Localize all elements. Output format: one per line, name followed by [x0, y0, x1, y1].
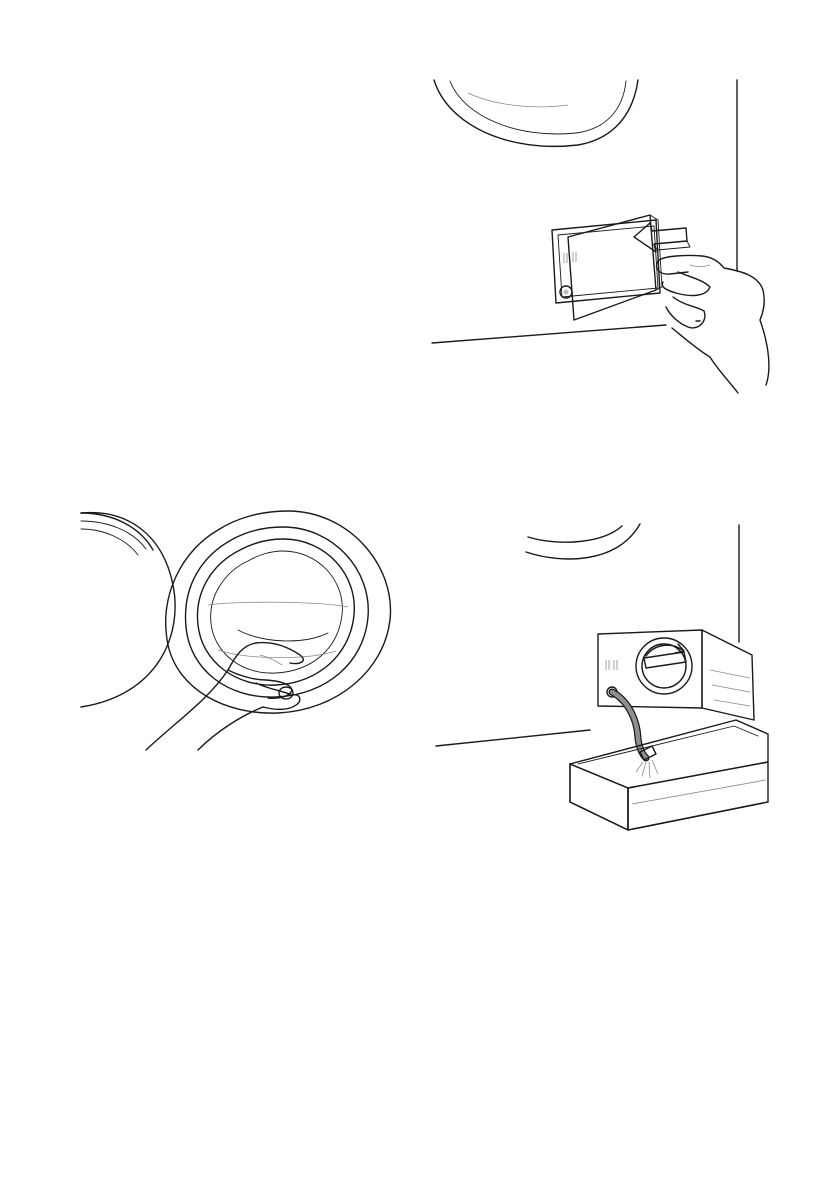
floor-line [432, 325, 666, 343]
figure-drain-emergency-hose [432, 520, 772, 832]
drum-door-arc-icon [526, 524, 640, 559]
drum-door-arc-icon [434, 80, 638, 146]
filter-recess [598, 630, 754, 720]
floor-line [436, 730, 590, 746]
hand-icon [146, 643, 303, 750]
hand-icon [657, 256, 769, 393]
water-tray-icon [570, 720, 768, 830]
door-seal-icon [166, 511, 391, 713]
drain-hose-icon [607, 687, 658, 778]
door-seal-illustration [78, 505, 396, 755]
figure-open-filter-flap [428, 75, 773, 395]
filter-cap-icon [636, 638, 692, 694]
open-door-icon [81, 513, 175, 707]
filter-flap-icon [568, 215, 662, 320]
filter-recess [552, 220, 660, 303]
figure-clean-door-seal [78, 505, 396, 755]
drain-hose-illustration [432, 520, 772, 832]
filter-flap-illustration [428, 75, 773, 395]
